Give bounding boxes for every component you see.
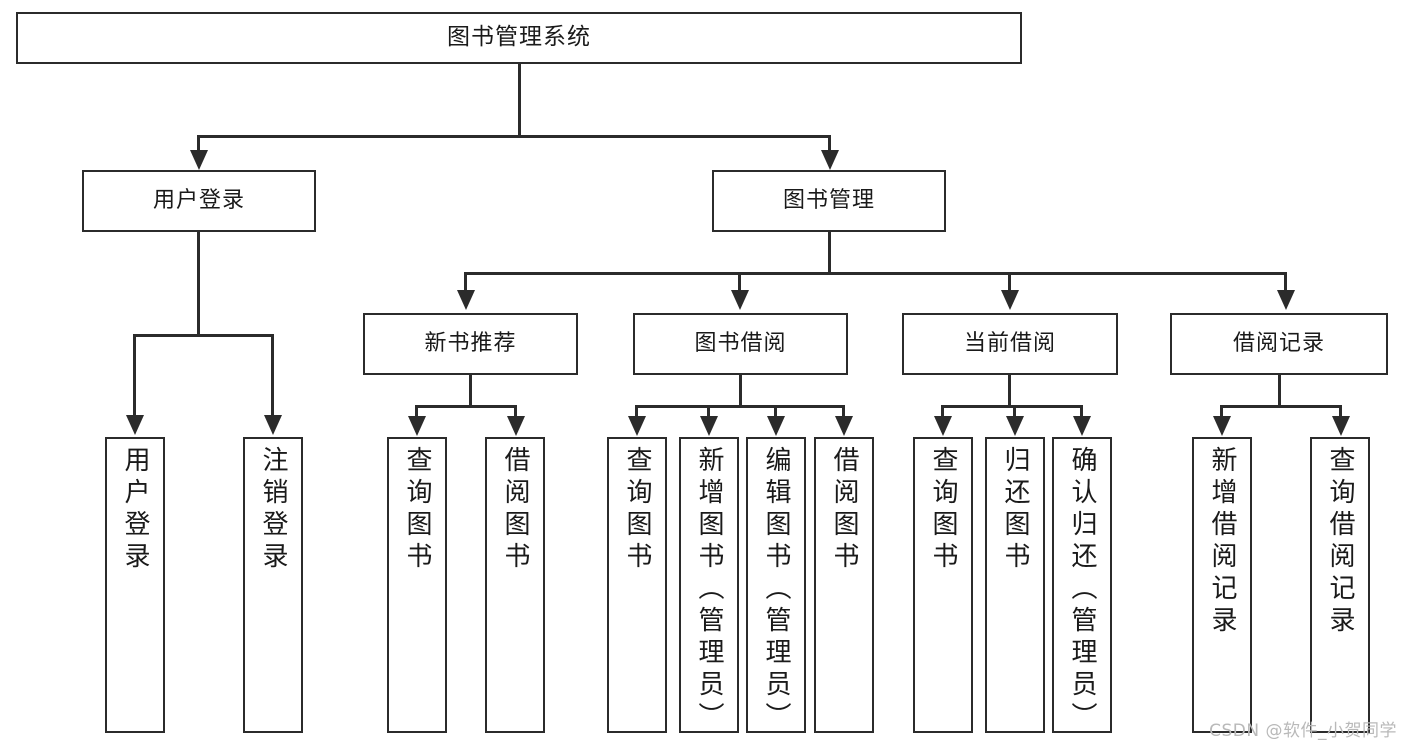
leaf-node-return-book[interactable]: 归还图书	[985, 437, 1045, 733]
arrowhead-to-user-login	[190, 150, 208, 170]
leaf-node-logout[interactable]: 注销登录	[243, 437, 303, 733]
connector-br-drop-2	[1339, 405, 1342, 421]
connector-cb-drop-3	[1080, 405, 1083, 421]
connector-borrow-record-bus	[1220, 405, 1342, 408]
leaf-node-edit-book[interactable]: 编辑图书（管理员）	[746, 437, 806, 734]
connector-cb-drop-1	[941, 405, 944, 421]
connector-to-new-book-recommend	[464, 272, 467, 294]
connector-new-book-recommend-stem	[469, 375, 472, 407]
arrowhead-leaf-confirm-return	[1073, 416, 1091, 436]
node-label: 查询借阅记录	[1325, 446, 1355, 638]
node-label: 用户登录	[120, 446, 150, 574]
connector-to-borrow-record	[1284, 272, 1287, 294]
arrowhead-leaf-return-book	[1006, 416, 1024, 436]
arrowhead-leaf-add-book	[700, 416, 718, 436]
node-label: 查询图书	[402, 446, 432, 574]
node-label: 归还图书	[1000, 446, 1030, 574]
arrowhead-to-borrow-record	[1277, 290, 1295, 310]
node-label: 借阅图书	[500, 446, 530, 574]
arrowhead-to-new-book-recommend	[457, 290, 475, 310]
node-label: 新增图书（管理员）	[694, 446, 724, 734]
arrowhead-leaf-user-login	[126, 415, 144, 435]
connector-to-book-borrow	[738, 272, 741, 294]
node-label: 编辑图书（管理员）	[761, 446, 791, 734]
leaf-node-query-book-recommend[interactable]: 查询图书	[387, 437, 447, 733]
leaf-node-borrow-book[interactable]: 借阅图书	[814, 437, 874, 733]
connector-book-borrow-bus	[635, 405, 844, 408]
connector-current-borrow-bus	[941, 405, 1081, 408]
arrowhead-leaf-edit-book	[767, 416, 785, 436]
leaf-node-add-borrow-record[interactable]: 新增借阅记录	[1192, 437, 1252, 733]
arrowhead-leaf-logout	[264, 415, 282, 435]
leaf-node-query-borrow-record[interactable]: 查询借阅记录	[1310, 437, 1370, 733]
connector-book-management-stem	[828, 232, 831, 274]
connector-user-login-right-drop	[271, 334, 274, 420]
connector-user-login-left-drop	[133, 334, 136, 420]
connector-nbr-drop-1	[415, 405, 418, 421]
arrowhead-leaf-query-book-current	[934, 416, 952, 436]
node-borrow-record[interactable]: 借阅记录	[1170, 313, 1388, 375]
node-label: 图书借阅	[694, 331, 787, 357]
connector-bb-drop-3	[774, 405, 777, 421]
connector-new-book-recommend-bus	[415, 405, 517, 408]
arrowhead-leaf-borrow-book	[835, 416, 853, 436]
node-label: 当前借阅	[963, 331, 1056, 357]
node-label: 查询图书	[928, 446, 958, 574]
node-label: 新增借阅记录	[1207, 446, 1237, 638]
connector-bb-drop-1	[635, 405, 638, 421]
leaf-node-add-book[interactable]: 新增图书（管理员）	[679, 437, 739, 734]
arrowhead-leaf-query-book-rec	[408, 416, 426, 436]
node-label: 确认归还（管理员）	[1067, 446, 1097, 734]
arrowhead-leaf-query-book-borrow	[628, 416, 646, 436]
connector-bb-drop-4	[842, 405, 845, 421]
arrowhead-to-book-management	[821, 150, 839, 170]
connector-to-user-login	[197, 135, 200, 155]
node-label: 图书管理	[782, 188, 875, 214]
leaf-node-borrow-book-recommend[interactable]: 借阅图书	[485, 437, 545, 733]
node-label: 用户登录	[152, 188, 245, 214]
node-book-management[interactable]: 图书管理	[712, 170, 946, 232]
node-label: 查询图书	[622, 446, 652, 574]
node-root-book-management-system[interactable]: 图书管理系统	[16, 12, 1022, 64]
node-new-book-recommend[interactable]: 新书推荐	[363, 313, 578, 375]
arrowhead-leaf-borrow-book-rec	[507, 416, 525, 436]
node-current-borrow[interactable]: 当前借阅	[902, 313, 1118, 375]
connector-level2-bus	[198, 135, 830, 138]
node-label: 新书推荐	[424, 331, 517, 357]
leaf-node-query-book-borrow[interactable]: 查询图书	[607, 437, 667, 733]
node-label: 图书管理系统	[447, 24, 591, 51]
arrowhead-to-book-borrow	[731, 290, 749, 310]
node-label: 借阅记录	[1232, 331, 1325, 357]
connector-user-login-stem	[197, 232, 200, 336]
connector-to-book-management	[828, 135, 831, 155]
connector-current-borrow-stem	[1008, 375, 1011, 407]
arrowhead-leaf-query-record	[1332, 416, 1350, 436]
arrowhead-to-current-borrow	[1001, 290, 1019, 310]
connector-user-login-bus	[133, 334, 273, 337]
arrowhead-leaf-add-record	[1213, 416, 1231, 436]
leaf-node-user-login[interactable]: 用户登录	[105, 437, 165, 733]
leaf-node-confirm-return[interactable]: 确认归还（管理员）	[1052, 437, 1112, 734]
connector-root-stem	[518, 64, 521, 136]
connector-borrow-record-stem	[1278, 375, 1281, 407]
connector-level3-bus	[464, 272, 1287, 275]
node-book-borrow[interactable]: 图书借阅	[633, 313, 848, 375]
node-user-login[interactable]: 用户登录	[82, 170, 316, 232]
node-label: 注销登录	[258, 446, 288, 574]
node-label: 借阅图书	[829, 446, 859, 574]
connector-cb-drop-2	[1013, 405, 1016, 421]
connector-nbr-drop-2	[514, 405, 517, 421]
connector-book-borrow-stem	[739, 375, 742, 407]
connector-bb-drop-2	[707, 405, 710, 421]
connector-to-current-borrow	[1008, 272, 1011, 294]
leaf-node-query-book-current[interactable]: 查询图书	[913, 437, 973, 733]
connector-br-drop-1	[1220, 405, 1223, 421]
